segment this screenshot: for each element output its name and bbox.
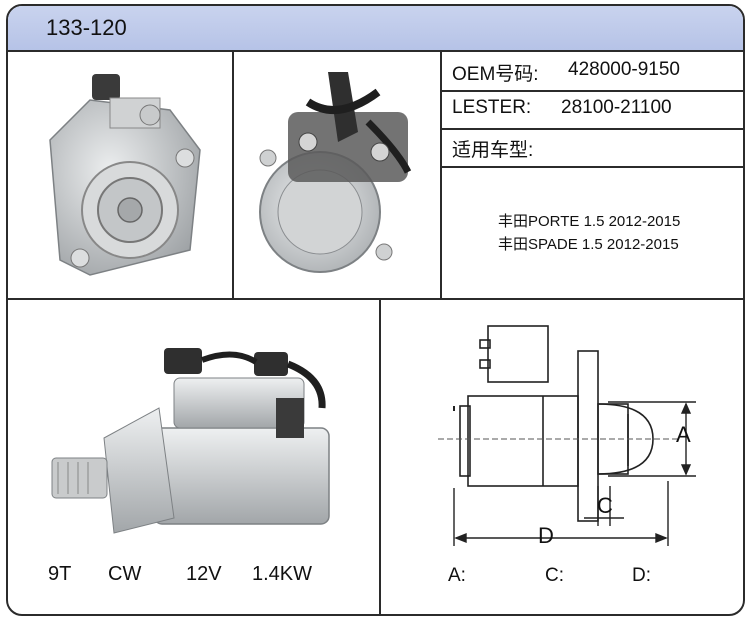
spec-teeth: 9T [48, 563, 72, 585]
field-c: C: [545, 565, 564, 586]
fitment-item-1: 丰田PORTE 1.5 2012-2015 [498, 213, 681, 230]
divider-v-bottom [379, 298, 381, 614]
dimension-diagram [438, 325, 696, 546]
spec-voltage: 12V [186, 563, 222, 585]
spec-power: 1.4KW [252, 563, 313, 585]
dimension-c-label: C [597, 493, 613, 518]
product-card: 133-120 OEM号码: 428000-9150 LESTER: 28100… [6, 4, 745, 616]
starter-photo-rear [259, 72, 412, 273]
divider-h-fit [440, 166, 743, 168]
lester-label: LESTER: [452, 97, 532, 118]
dimension-a-label: A [676, 422, 691, 447]
oem-label: OEM号码: [452, 64, 539, 85]
divider-h-oem [440, 90, 743, 92]
divider-h-lester [440, 128, 743, 130]
header-bar: 133-120 [8, 6, 743, 52]
oem-value: 428000-9150 [568, 59, 680, 80]
divider-h-mid [8, 298, 743, 300]
field-a: A: [448, 565, 466, 586]
field-d: D: [632, 565, 651, 586]
starter-photo-side [51, 348, 330, 534]
part-number-title: 133-120 [46, 15, 127, 40]
dimension-d-label: D [538, 523, 554, 548]
fitment-label: 适用车型: [452, 140, 534, 161]
spec-rotation: CW [108, 563, 142, 585]
divider-v-photo2 [440, 50, 442, 298]
starter-photo-front [49, 74, 201, 276]
lester-value: 28100-21100 [561, 97, 672, 118]
divider-v-photo1 [232, 50, 234, 298]
fitment-item-2: 丰田SPADE 1.5 2012-2015 [498, 236, 679, 253]
